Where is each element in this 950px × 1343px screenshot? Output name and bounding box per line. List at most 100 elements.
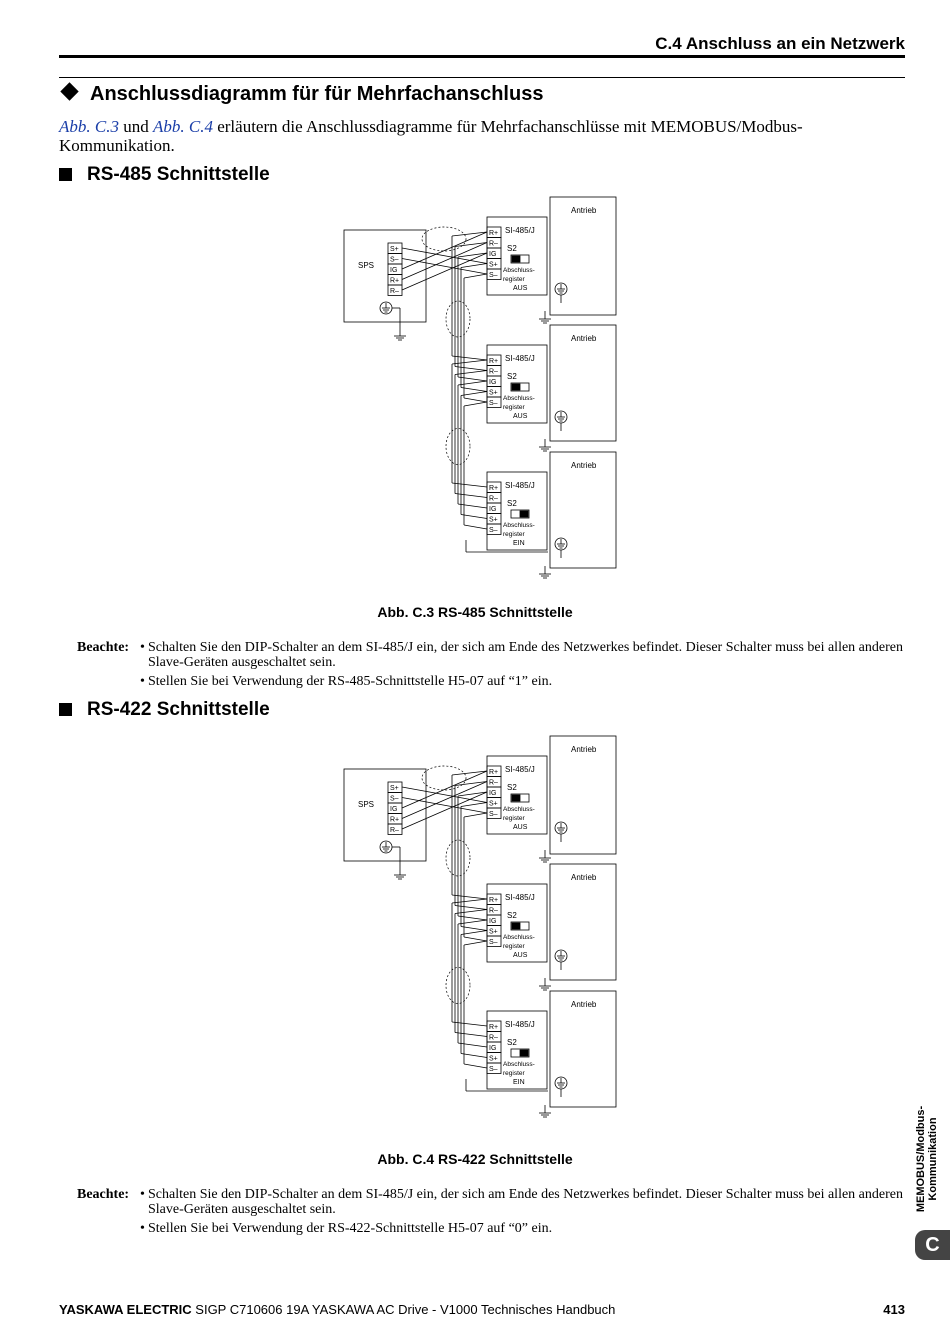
drive-label: Antrieb (571, 461, 597, 470)
chain-wire (463, 1063, 488, 1069)
chain-wire (460, 930, 488, 935)
drive-terminal (486, 1062, 502, 1074)
terminator-label: Abschluss- (503, 806, 535, 813)
chain-wire (460, 1053, 488, 1058)
terminator-label: Abschluss- (503, 1061, 535, 1068)
cable-shield (445, 428, 471, 465)
terminator-label: Abschluss- (503, 267, 535, 274)
drive-terminal-label: S– (489, 272, 498, 279)
page-number: 413 (883, 1302, 905, 1317)
card-label: SI-485/J (505, 893, 535, 902)
rs422-heading: RS-422 Schnittstelle (59, 699, 270, 721)
drive-terminal-label: S– (489, 400, 498, 407)
plc-label: SPS (358, 800, 374, 809)
switch-label: S2 (507, 783, 517, 792)
side-chapter-label: MEMOBUS/Modbus-Kommunikation (915, 1100, 945, 1218)
card-label: SI-485/J (505, 226, 535, 235)
figure-link-c4[interactable]: Abb. C.4 (152, 117, 213, 136)
section-title-text: Anschlussdiagramm für für Mehrfachanschl… (90, 83, 544, 105)
signal-wire (401, 786, 488, 803)
chain-wire (451, 898, 488, 904)
drive-terminal-label: S+ (489, 517, 498, 524)
drive-terminal (486, 523, 502, 535)
note-text: Schalten Sie den DIP-Schalter an dem SI-… (148, 1187, 903, 1217)
chain-wire (451, 894, 488, 900)
side-label-line2: Kommunikation (927, 1117, 939, 1201)
dip-switch (510, 254, 530, 264)
terminator-label: register (503, 1070, 526, 1077)
terminator-label: register (503, 404, 526, 411)
cable-shield (445, 839, 471, 877)
dip-switch (510, 509, 530, 519)
drive-terminal-label: R+ (489, 1024, 498, 1031)
rs422-heading-text: RS-422 Schnittstelle (87, 699, 270, 720)
chain-wire (460, 514, 488, 519)
chain-wire (454, 242, 488, 247)
plc-terminal-label: R+ (390, 817, 399, 824)
section-rule (59, 77, 905, 78)
drive-terminal-label: R– (489, 1035, 498, 1042)
dip-switch-lever (511, 794, 521, 802)
drive-terminal-label: S– (489, 811, 498, 818)
terminator-label: Abschluss- (503, 934, 535, 941)
chain-wire (457, 252, 488, 258)
chain-wire (460, 391, 488, 396)
chain-wire (451, 231, 488, 237)
chain-wire (460, 387, 488, 392)
terminator-label: Abschluss- (503, 395, 535, 402)
drive-terminal-label: S+ (489, 390, 498, 397)
chain-wire (457, 919, 488, 925)
card-label: SI-485/J (505, 1020, 535, 1029)
chain-wire (454, 1032, 488, 1037)
signal-wire (401, 791, 488, 830)
plc-terminal (387, 284, 403, 296)
intro-and: und (118, 117, 153, 136)
plc-box (343, 768, 427, 862)
switch-label: S2 (507, 244, 517, 253)
signal-wire (401, 231, 488, 270)
terminator-state: AUS (513, 413, 528, 420)
switch-label: S2 (507, 911, 517, 920)
plc-terminal-label: R– (390, 288, 399, 295)
dip-switch (510, 921, 530, 931)
drive-terminal-label: S– (489, 527, 498, 534)
drive-box (549, 735, 617, 855)
chain-wire (451, 482, 488, 488)
terminator-state: EIN (513, 1079, 525, 1086)
chain-wire (463, 936, 488, 942)
drive-terminal-label: IG (489, 1045, 496, 1052)
running-header: C.4 Anschluss an ein Netzwerk (655, 34, 905, 53)
drive-terminal-label: R– (489, 780, 498, 787)
dip-switch-lever (511, 383, 521, 391)
switch-label: S2 (507, 1038, 517, 1047)
intro-text: erläutern die Anschlussdiagramme für Meh… (59, 117, 803, 155)
plc-box (343, 229, 427, 323)
drive-label: Antrieb (571, 206, 597, 215)
terminator-state: AUS (513, 952, 528, 959)
drive-terminal-label: R+ (489, 230, 498, 237)
drive-terminal-label: R– (489, 241, 498, 248)
figure-link-c3[interactable]: Abb. C.3 (59, 117, 119, 136)
header-rule (59, 55, 905, 58)
rs485-caption: Abb. C.3 RS-485 Schnittstelle (377, 604, 573, 620)
plc-label: SPS (358, 261, 374, 270)
chain-wire (451, 770, 488, 776)
drive-terminal-label: R+ (489, 485, 498, 492)
chain-wire (463, 273, 488, 279)
drive-terminal-label: S– (489, 939, 498, 946)
drive-terminal-label: R+ (489, 897, 498, 904)
drive-box (549, 863, 617, 981)
drive-terminal-label: R– (489, 369, 498, 376)
dip-switch (510, 1048, 530, 1058)
drive-terminal-label: R– (489, 496, 498, 503)
dip-switch-lever (519, 510, 529, 518)
terminator-label: register (503, 815, 526, 822)
terminator-state: AUS (513, 285, 528, 292)
drive-terminal-label: IG (489, 918, 496, 925)
intro-paragraph: Abb. C.3 und Abb. C.4 erläutern die Ansc… (59, 117, 905, 155)
rs485-heading: RS-485 Schnittstelle (59, 164, 270, 186)
square-bullet-icon (59, 168, 72, 181)
chain-wire (457, 791, 488, 797)
note-label: Beachte: (77, 1187, 130, 1202)
chapter-tab[interactable]: C (915, 1230, 950, 1260)
